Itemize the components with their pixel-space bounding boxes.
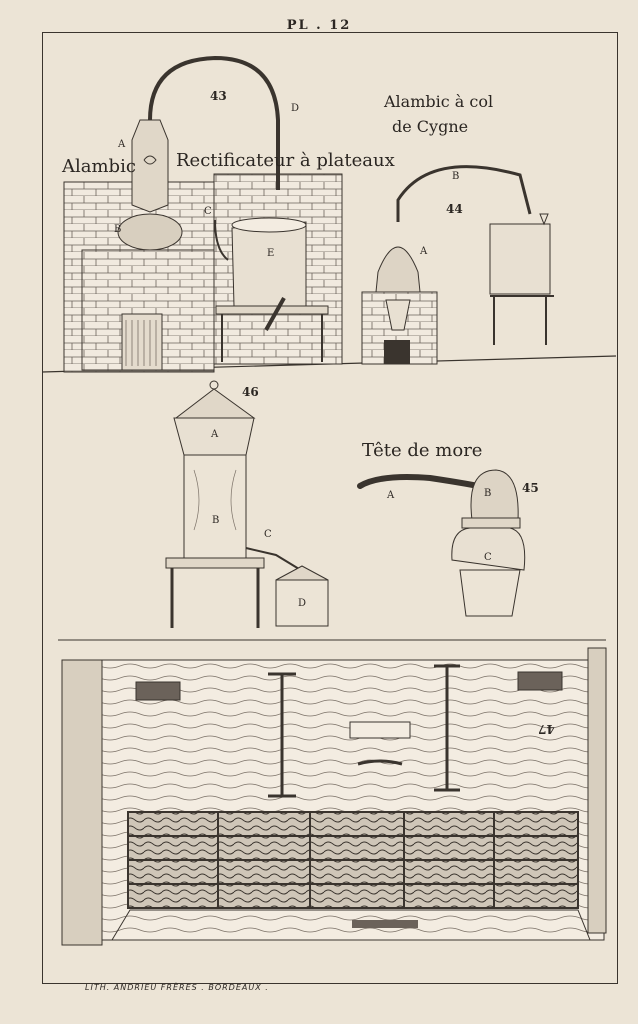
fig45-number: 45 bbox=[522, 481, 539, 495]
fig43-label-d: D bbox=[291, 103, 300, 114]
plate-frame bbox=[42, 32, 618, 984]
fig44-title-line2: de Cygne bbox=[392, 117, 469, 136]
fig43-number: 43 bbox=[210, 89, 227, 103]
figure-43 bbox=[63, 55, 343, 373]
fig43-label-a: A bbox=[118, 139, 126, 150]
fig44-label-b: B bbox=[452, 171, 460, 182]
fig43-label-e: E bbox=[267, 248, 275, 259]
fig43-label-b: B bbox=[114, 224, 122, 235]
fig44-label-a: A bbox=[420, 246, 428, 257]
plate-title: PL . 12 bbox=[286, 18, 352, 33]
fig45-label-b: B bbox=[484, 488, 492, 499]
fig43-title-right: Rectificateur à plateaux bbox=[176, 150, 395, 171]
fig45-label-a: A bbox=[387, 490, 395, 501]
fig44-number: 44 bbox=[446, 202, 463, 216]
fig44-title-line1: Alambic à col bbox=[384, 92, 494, 111]
fig46-number: 46 bbox=[242, 385, 259, 399]
figure-45 bbox=[357, 469, 526, 617]
fig43-label-c: C bbox=[204, 206, 212, 217]
fig46-label-a: A bbox=[211, 429, 219, 440]
fig43-title-left: Alambic bbox=[62, 156, 136, 177]
fig46-label-d: D bbox=[298, 598, 307, 609]
figure-47 bbox=[61, 647, 607, 946]
fig47-number: 47 bbox=[538, 722, 555, 736]
figure-46 bbox=[165, 380, 329, 628]
lithographer-credit: LITH. ANDRIEU FRÈRES . BORDEAUX . bbox=[85, 983, 269, 992]
fig46-label-c: C bbox=[264, 529, 272, 540]
fig46-label-b: B bbox=[212, 515, 220, 526]
fig45-title: Tête de more bbox=[362, 440, 483, 461]
fig45-label-c: C bbox=[484, 552, 492, 563]
figure-44 bbox=[361, 165, 554, 365]
